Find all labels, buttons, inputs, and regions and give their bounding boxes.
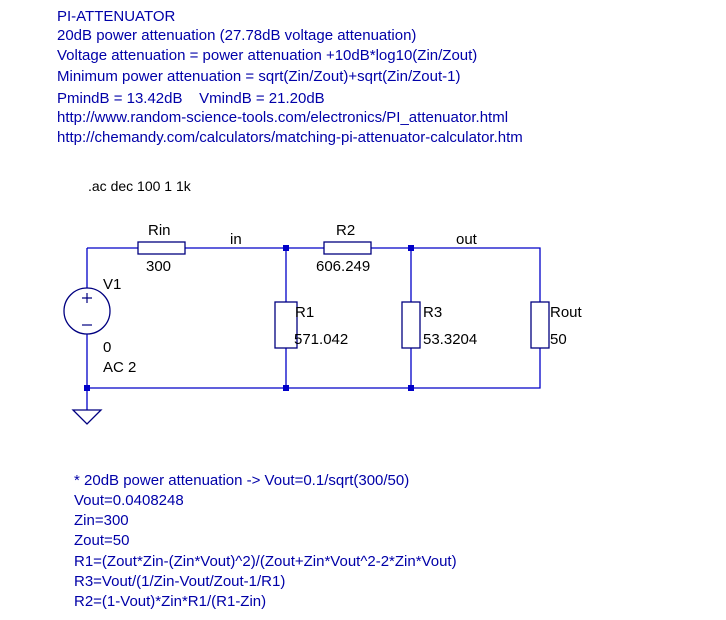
voltage-source-v1 bbox=[63, 287, 111, 335]
net-label-out: out bbox=[456, 231, 477, 248]
plus-icon bbox=[82, 293, 92, 303]
r1-label: R1 bbox=[295, 304, 315, 321]
wire bbox=[86, 247, 541, 410]
resistor-r1 bbox=[274, 301, 298, 349]
r3-label: R3 bbox=[423, 304, 443, 321]
v1-ac-value: AC 2 bbox=[103, 359, 137, 376]
param-comment: * 20dB power attenuation -> Vout=0.1/sqr… bbox=[74, 472, 410, 489]
resistor-rin bbox=[137, 241, 186, 255]
ground-icon bbox=[71, 409, 103, 425]
junction bbox=[84, 385, 90, 391]
header-link: http://chemandy.com/calculators/matching… bbox=[57, 129, 523, 146]
junction bbox=[283, 245, 289, 251]
r2-value: 606.249 bbox=[316, 258, 371, 275]
header-line: Minimum power attenuation = sqrt(Zin/Zou… bbox=[57, 68, 461, 85]
param-line: Zout=50 bbox=[74, 532, 130, 549]
r1-value: 571.042 bbox=[294, 331, 349, 348]
net-label-in: in bbox=[230, 231, 242, 248]
rin-label: Rin bbox=[148, 222, 171, 239]
ac-directive[interactable]: .ac dec 100 1 1k bbox=[88, 178, 191, 194]
header-line: Voltage attenuation = power attenuation … bbox=[57, 47, 478, 64]
rout-label: Rout bbox=[550, 304, 582, 321]
header-line: 20dB power attenuation (27.78dB voltage … bbox=[57, 27, 417, 44]
param-line: R2=(1-Vout)*Zin*R1/(R1-Zin) bbox=[74, 593, 267, 610]
r2-label: R2 bbox=[336, 222, 356, 239]
header-line: PmindB = 13.42dB VmindB = 21.20dB bbox=[57, 90, 325, 107]
param-line: R1=(Zout*Zin-(Zin*Vout)^2)/(Zout+Zin*Vou… bbox=[74, 553, 457, 570]
rout-value: 50 bbox=[550, 331, 567, 348]
rin-value: 300 bbox=[146, 258, 172, 275]
resistor-r3 bbox=[401, 301, 421, 349]
junction bbox=[408, 385, 414, 391]
header-link: http://www.random-science-tools.com/elec… bbox=[57, 109, 509, 126]
resistor-rout bbox=[530, 301, 550, 349]
junction bbox=[283, 385, 289, 391]
v1-dc-value: 0 bbox=[103, 339, 112, 356]
resistor-r2 bbox=[323, 241, 372, 255]
junction bbox=[408, 245, 414, 251]
param-line: R3=Vout/(1/Zin-Vout/Zout-1/R1) bbox=[74, 573, 286, 590]
v1-label: V1 bbox=[103, 276, 122, 293]
param-line: Vout=0.0408248 bbox=[74, 492, 184, 509]
r3-value: 53.3204 bbox=[423, 331, 478, 348]
title: PI-ATTENUATOR bbox=[57, 8, 176, 25]
param-line: Zin=300 bbox=[74, 512, 129, 529]
